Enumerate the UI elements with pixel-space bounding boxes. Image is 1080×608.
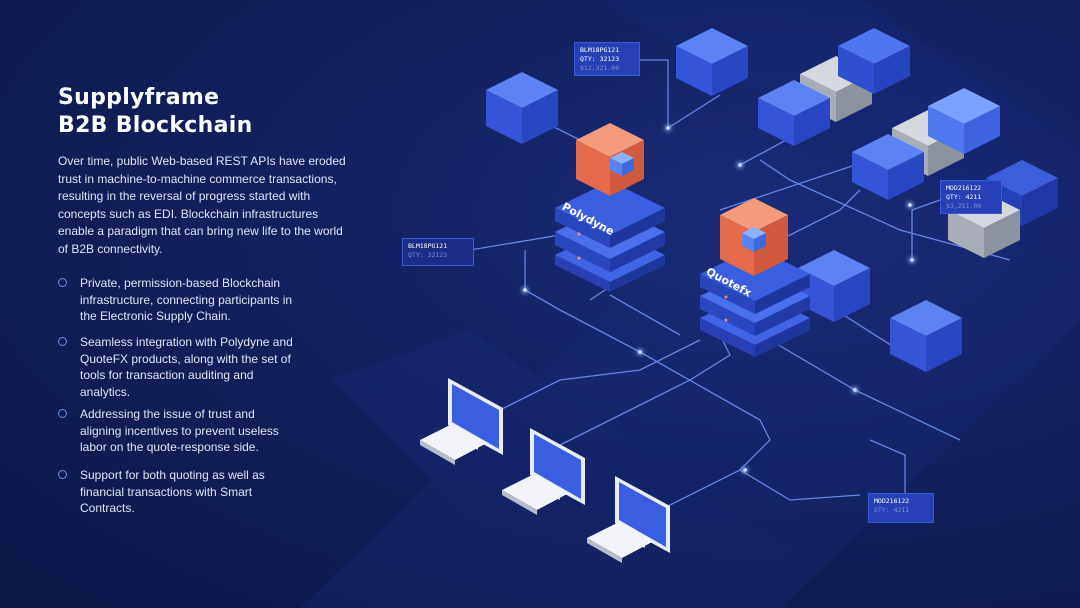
block-cube <box>852 134 924 200</box>
bullet-circle-icon <box>58 470 67 479</box>
intro-paragraph: Over time, public Web-based REST APIs ha… <box>58 154 346 256</box>
feature-text: Seamless integration with Polydyne and Q… <box>80 335 293 399</box>
bullet-circle-icon <box>58 409 67 418</box>
workstations <box>420 378 670 563</box>
feature-text: Support for both quoting as well as fina… <box>80 468 265 515</box>
title-line-2: B2B Blockchain <box>58 113 253 138</box>
quotefx-node <box>700 198 810 357</box>
block-cube <box>928 88 1000 154</box>
transaction-tag-right: MOD216122 QTY: 4211 $3,251.00 <box>940 180 1002 214</box>
computer-icon <box>502 428 585 515</box>
computer-icon <box>420 378 503 465</box>
bullet-circle-icon <box>58 278 67 287</box>
title-line-1: Supplyframe <box>58 85 220 110</box>
transaction-tag-top: BLM18PG121 QTY: 32123 $12,321.00 <box>574 42 640 76</box>
transaction-tag-left: BLM18PG121 QTY: 32123 <box>402 238 474 266</box>
computer-icon <box>587 476 670 563</box>
block-cube <box>486 72 558 144</box>
page-title: Supplyframe B2B Blockchain <box>58 84 253 140</box>
block-cube <box>758 80 830 146</box>
feature-text: Private, permission-based Blockchain inf… <box>80 276 293 323</box>
feature-text: Addressing the issue of trust and aligni… <box>80 407 279 454</box>
bullet-circle-icon <box>58 337 67 346</box>
data-blocks <box>486 28 1058 372</box>
block-cube <box>890 300 962 372</box>
list-item: Private, permission-based Blockchain inf… <box>58 275 298 325</box>
transaction-tag-bottom: MOD216122 QTY: 4211 <box>868 493 934 523</box>
block-cube <box>838 28 910 94</box>
list-item: Support for both quoting as well as fina… <box>58 467 298 517</box>
polydyne-node <box>555 123 665 292</box>
list-item: Addressing the issue of trust and aligni… <box>58 406 298 456</box>
list-item: Seamless integration with Polydyne and Q… <box>58 334 298 400</box>
block-cube <box>676 28 748 96</box>
